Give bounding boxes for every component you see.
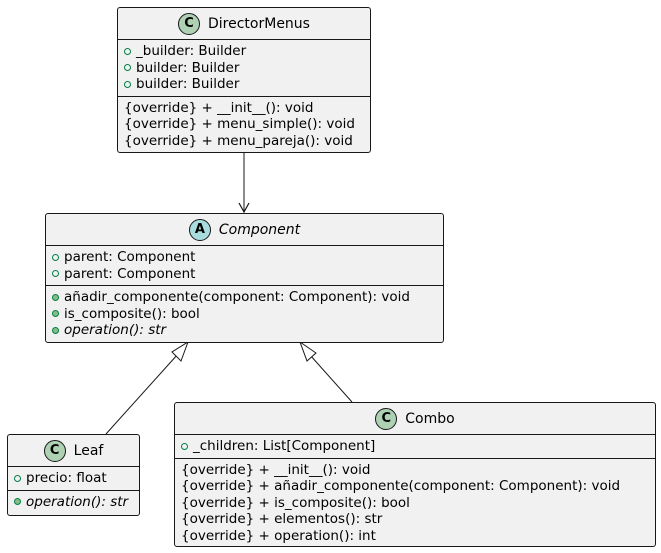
class-leaf: C Leaf precio: float operation(): str [7,434,140,516]
class-header: C Leaf [8,435,139,466]
method-row: {override} + menu_pareja(): void [124,132,353,149]
public-visibility-icon [14,474,21,482]
field-section: parent: Component parent: Component [46,245,443,285]
public-visibility-icon [124,64,131,72]
field-section: _builder: Builder builder: Builder build… [118,39,370,96]
method-section: {override} + __init__(): void {override}… [118,95,370,153]
method-row: {override} + __init__(): void [181,461,371,478]
field-row: parent: Component [52,266,443,283]
method-row: {override} + operation(): int [181,527,376,544]
method-row: {override} + añadir_componente(component… [181,478,621,494]
method-section: operation(): str [8,489,139,514]
method-row: {override} + __init__(): void [124,99,314,116]
class-combo: C Combo _children: List[Component] {over… [174,402,656,547]
method-row: {override} + elementos(): str [181,511,383,527]
method-section: {override} + __init__(): void {override}… [175,457,655,548]
method-row: añadir_componente(component: Component):… [52,289,443,306]
class-header: C Combo [175,403,655,434]
public-method-icon [52,326,59,334]
field-row: builder: Builder [124,76,370,93]
class-header: A Component [46,214,443,245]
field-section: precio: float [8,466,139,490]
public-method-icon [52,293,59,301]
class-header: C DirectorMenus [118,8,370,39]
method-row: {override} + is_composite(): bool [181,494,410,511]
class-name: DirectorMenus [208,15,310,32]
public-method-icon [52,310,59,318]
field-row: parent: Component [52,249,443,266]
method-row: operation(): str [14,494,139,511]
abstract-stereotype-icon: A [188,218,211,241]
class-stereotype-icon: C [375,407,398,430]
edge-combo-component [298,340,353,403]
public-visibility-icon [124,80,131,88]
public-visibility-icon [181,442,188,450]
field-row: _children: List[Component] [181,438,655,455]
field-row: builder: Builder [124,60,370,77]
field-row: precio: float [14,470,139,487]
method-row: {override} + menu_simple(): void [124,116,355,132]
field-section: _children: List[Component] [175,434,655,458]
class-stereotype-icon: C [43,439,66,462]
class-director-menus: C DirectorMenus _builder: Builder builde… [117,7,371,153]
method-section: añadir_componente(component: Component):… [46,285,443,342]
public-visibility-icon [52,270,59,278]
class-name: Component [218,221,301,238]
public-method-icon [14,498,21,506]
method-row: operation(): str [52,322,443,339]
method-row: is_composite(): bool [52,306,443,323]
public-visibility-icon [124,47,131,55]
field-row: _builder: Builder [124,43,370,60]
class-name: Combo [405,410,455,427]
class-component: A Component parent: Component parent: Co… [45,213,444,343]
public-visibility-icon [52,253,59,261]
edge-leaf-component [105,340,189,435]
class-name: Leaf [73,442,104,459]
class-stereotype-icon: C [178,12,200,35]
